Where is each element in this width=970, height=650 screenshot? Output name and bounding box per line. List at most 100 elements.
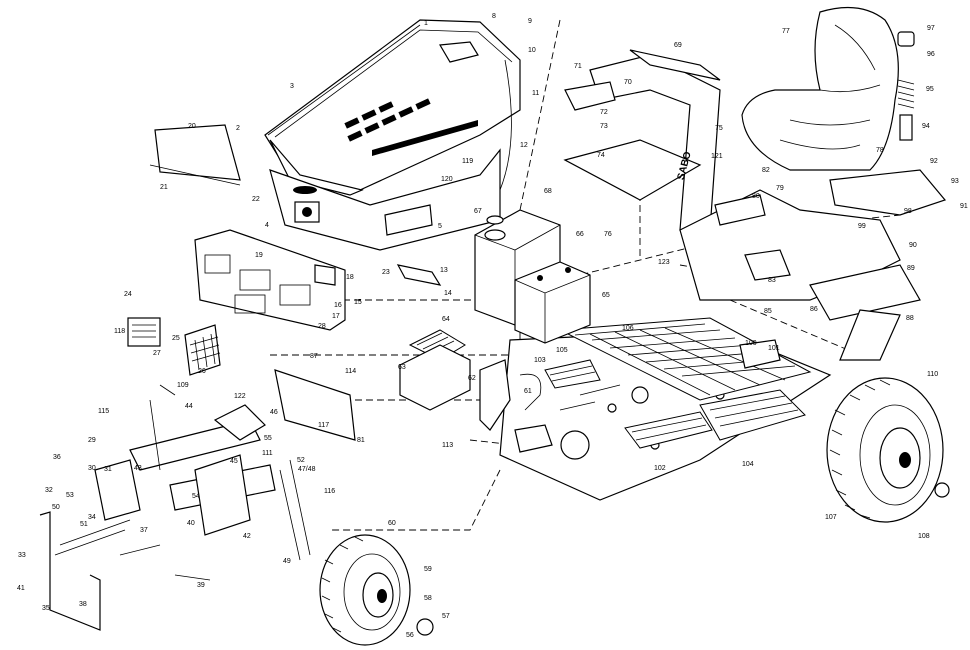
front-nose: [269, 120, 501, 251]
callout-45: 45: [230, 458, 238, 465]
misc-small-parts: [314, 81, 791, 453]
callout-46: 46: [270, 409, 278, 416]
callout-41: 41: [17, 585, 25, 592]
callout-111: 111: [262, 450, 273, 457]
callout-88: 88: [906, 315, 914, 322]
plate-69: [629, 49, 721, 81]
fuel-cap: [484, 229, 506, 241]
callout-72: 72: [600, 109, 608, 116]
callout-62: 62: [468, 375, 476, 382]
callout-116: 116: [324, 488, 335, 495]
callout-21: 21: [160, 184, 168, 191]
callout-69: 69: [674, 42, 682, 49]
callout-93: 93: [951, 178, 959, 185]
callout-58: 58: [424, 595, 432, 602]
bracket-83: [744, 249, 791, 281]
plate-118: [127, 317, 161, 347]
callout-55: 55: [264, 435, 272, 442]
seat: [741, 6, 899, 171]
seat-spring-assembly: [897, 31, 915, 141]
callout-115: 115: [98, 408, 109, 415]
callout-47-48: 47/48: [298, 466, 316, 473]
front-plates: [127, 317, 221, 376]
callout-38: 38: [79, 601, 87, 608]
callout-82: 82: [762, 167, 770, 174]
callout-53: 53: [66, 492, 74, 499]
callout-78: 78: [876, 147, 884, 154]
callout-42: 42: [243, 533, 251, 540]
callout-29: 29: [88, 437, 96, 444]
callout-30: 30: [88, 465, 96, 472]
callout-15: 15: [354, 299, 362, 306]
callout-73: 73: [600, 123, 608, 130]
callout-85: 85: [764, 308, 772, 315]
fuel-cap-67: [486, 215, 504, 225]
callout-92: 92: [930, 158, 938, 165]
callout-109: 109: [177, 382, 189, 389]
callout-95: 95: [926, 86, 934, 93]
hood-handle: [439, 41, 479, 63]
callout-24: 24: [124, 291, 132, 298]
callout-22: 22: [252, 196, 260, 203]
callout-68: 68: [544, 188, 552, 195]
bracket-80: [714, 194, 766, 226]
callout-33: 33: [18, 552, 26, 559]
hood-grille-vents: [344, 98, 431, 142]
callout-26: 26: [198, 368, 206, 375]
callout-86: 86: [810, 306, 818, 313]
foot-pedals: [544, 359, 806, 449]
battery: [514, 261, 591, 344]
callout-57: 57: [442, 613, 450, 620]
callout-67: 67: [474, 208, 482, 215]
callout-43: 43: [134, 465, 142, 472]
callout-34: 34: [88, 514, 96, 521]
callout-118: 118: [114, 328, 125, 335]
callout-10: 10: [528, 47, 536, 54]
bracket-100: [739, 339, 781, 369]
bracket-13: [514, 424, 553, 453]
callout-32: 32: [45, 487, 53, 494]
callout-27: 27: [153, 350, 161, 357]
callout-13: 13: [440, 267, 448, 274]
callout-74: 74: [597, 152, 605, 159]
callout-50: 50: [52, 504, 60, 511]
wheel-cap: [416, 618, 434, 636]
callout-71: 71: [574, 63, 582, 70]
callout-25: 25: [172, 335, 180, 342]
callout-61: 61: [524, 388, 532, 395]
callout-2: 2: [236, 125, 240, 132]
bracket-62: [479, 359, 511, 431]
callout-96: 96: [927, 51, 935, 58]
dashboard-panel: [384, 204, 433, 236]
callout-79: 79: [776, 185, 784, 192]
front-bumper: [194, 229, 346, 331]
callout-77: 77: [782, 28, 790, 35]
callout-103: 103: [534, 357, 546, 364]
callout-122: 122: [234, 393, 246, 400]
callout-54: 54: [192, 493, 200, 500]
callout-117: 117: [318, 422, 329, 429]
callout-90: 90: [909, 242, 917, 249]
callout-102: 102: [654, 465, 666, 472]
front-axle-assembly: [39, 369, 356, 631]
callout-87: 87: [310, 353, 318, 360]
callout-1: 1: [424, 20, 428, 27]
callout-97: 97: [927, 25, 935, 32]
callout-4: 4: [265, 222, 269, 229]
callout-40: 40: [187, 520, 195, 527]
callout-66: 66: [576, 231, 584, 238]
callout-120: 120: [441, 176, 453, 183]
callout-49: 49: [283, 558, 291, 565]
callout-51: 51: [80, 521, 88, 528]
battery-tray: [399, 329, 471, 411]
floorboard: [558, 317, 812, 401]
callout-108: 108: [918, 533, 930, 540]
bracket-18: [314, 264, 336, 286]
callout-101: 101: [768, 345, 780, 352]
bracket-14: [396, 264, 442, 286]
callout-89: 89: [907, 265, 915, 272]
callout-23: 23: [382, 269, 390, 276]
callout-5: 5: [438, 223, 442, 230]
callout-65: 65: [602, 292, 610, 299]
